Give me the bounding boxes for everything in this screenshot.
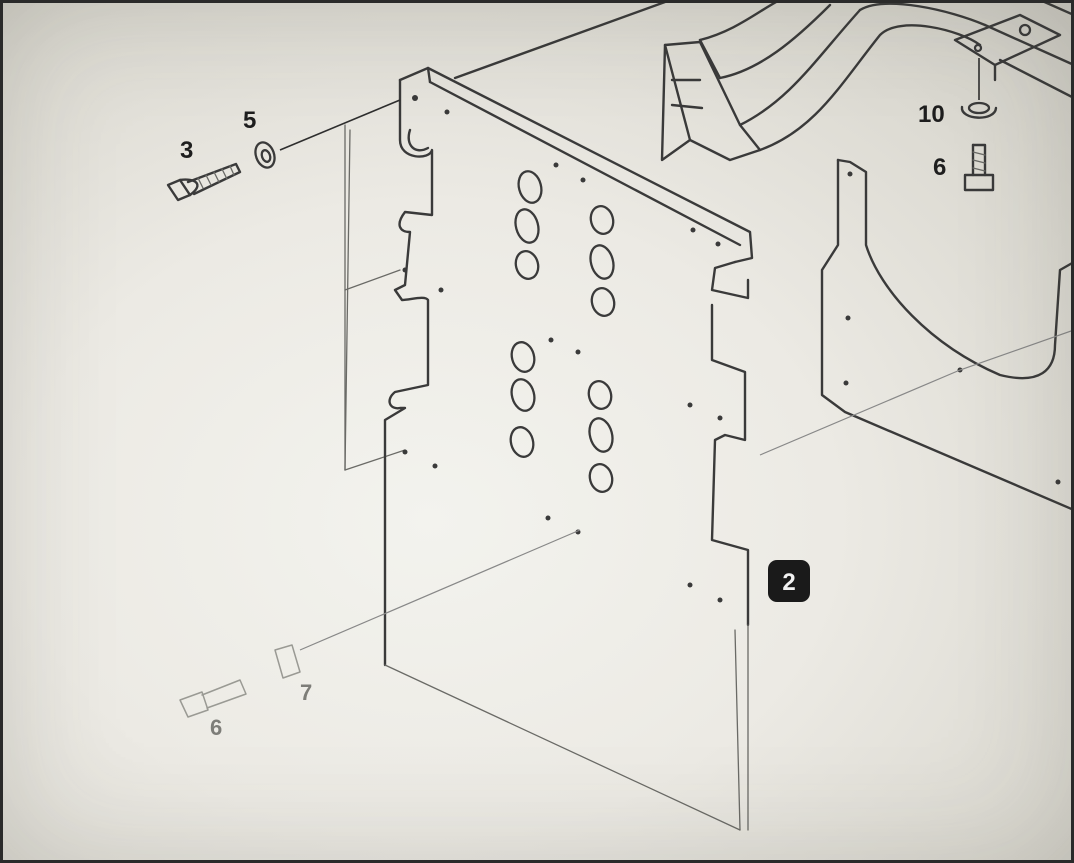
washer-icon — [960, 101, 998, 119]
bolt-icon — [179, 679, 247, 718]
callout-3: 3 — [180, 137, 193, 164]
bolt-icon — [963, 143, 995, 192]
screw-icon — [166, 162, 242, 202]
callout-6-bottom: 6 — [210, 715, 222, 740]
curved-support-bracket — [759, 158, 1074, 512]
callout-10: 10 — [918, 101, 945, 128]
tubular-frame — [453, 0, 1074, 162]
callout-5: 5 — [243, 107, 256, 134]
washer-icon — [254, 141, 276, 169]
callout-6-top: 6 — [933, 154, 946, 181]
callout-2: 2 — [782, 569, 795, 596]
panel-badge: 2 — [768, 560, 810, 602]
callout-7: 7 — [300, 680, 312, 705]
rear-plate-outline — [344, 124, 406, 471]
perforated-side-panel — [383, 66, 754, 831]
washer-icon — [274, 644, 301, 679]
